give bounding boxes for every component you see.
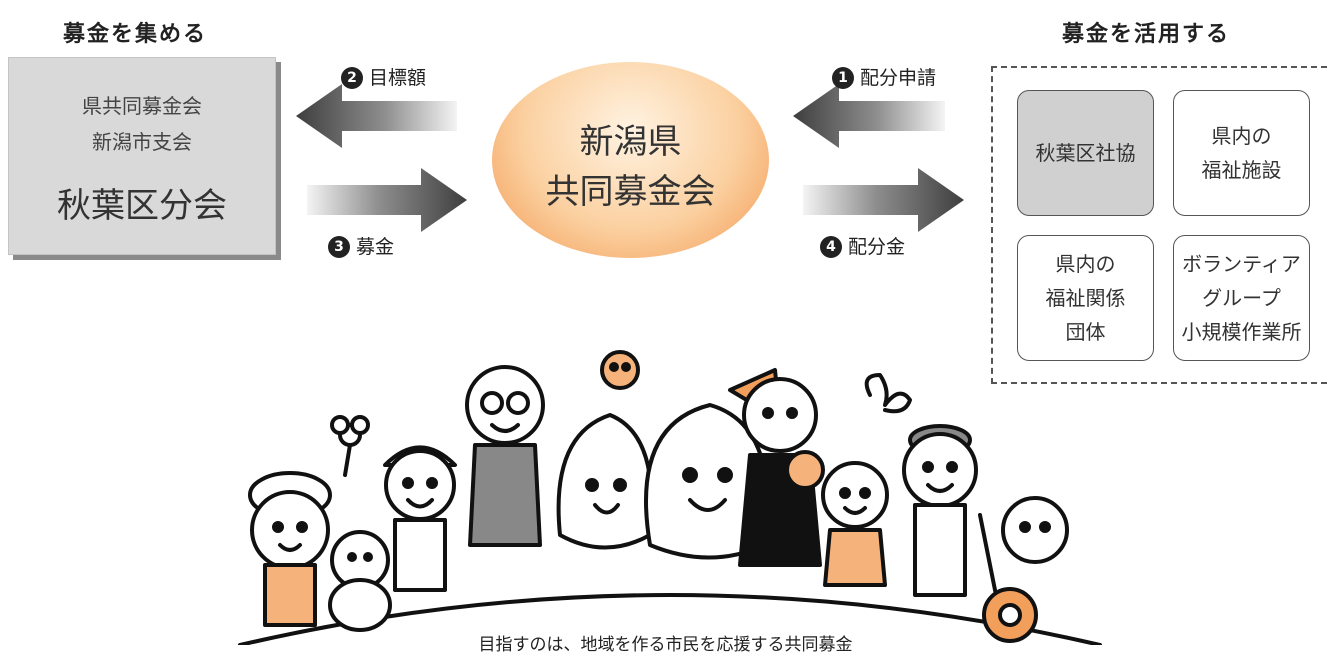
girl-figure bbox=[821, 461, 889, 587]
step-3-icon: 3 bbox=[328, 236, 350, 258]
label-target-amount-text: 目標額 bbox=[369, 67, 427, 89]
bird-figure bbox=[600, 350, 640, 390]
recipient-4-line2: グループ bbox=[1202, 286, 1281, 310]
left-box-line3: 秋葉区分会 bbox=[57, 186, 227, 226]
arrow-allocation-request bbox=[793, 84, 945, 148]
flow-arrows bbox=[296, 84, 964, 232]
wheelchair-user-figure bbox=[982, 496, 1069, 643]
caption: 目指すのは、地域を作る市民を応援する共同募金 bbox=[478, 635, 853, 655]
collect-heading: 募金を集める bbox=[63, 22, 208, 47]
left-box-line2: 新潟市支会 bbox=[92, 130, 192, 154]
woman-with-baby-figure bbox=[738, 377, 825, 567]
label-donation-text: 募金 bbox=[356, 236, 395, 258]
recipient-volunteer-groups: ボランティア グループ 小規模作業所 bbox=[1173, 235, 1310, 361]
recipient-2-line1: 県内の bbox=[1211, 124, 1272, 148]
recipients-group bbox=[991, 66, 1327, 384]
mascot-left-figure bbox=[556, 413, 654, 550]
community-illustration bbox=[238, 350, 1102, 645]
arrow-allocation bbox=[803, 168, 964, 232]
label-allocation-request: 1 配分申請 bbox=[832, 63, 936, 90]
step-2-icon: 2 bbox=[341, 67, 363, 89]
arrow-target-amount bbox=[296, 84, 457, 148]
boy-figure bbox=[383, 445, 457, 592]
center-line2: 共同募金会 bbox=[545, 172, 716, 212]
step-4-icon: 4 bbox=[820, 236, 842, 258]
recipient-welfare-facilities: 県内の 福祉施設 bbox=[1173, 90, 1310, 216]
utilize-heading: 募金を活用する bbox=[1062, 22, 1231, 47]
recipient-4-line1: ボランティア bbox=[1182, 252, 1301, 276]
man-with-glasses-figure bbox=[465, 365, 545, 547]
old-man-figure bbox=[902, 424, 1002, 617]
label-allocation-request-text: 配分申請 bbox=[860, 67, 937, 89]
label-allocation-text: 配分金 bbox=[848, 236, 906, 258]
step-1-icon: 1 bbox=[832, 67, 854, 89]
recipient-3-line3: 団体 bbox=[1065, 320, 1106, 344]
recipient-welfare-organizations: 県内の 福祉関係 団体 bbox=[1017, 235, 1154, 361]
recipient-3-line1: 県内の bbox=[1055, 252, 1116, 276]
recipient-1-line1: 秋葉区社協 bbox=[1035, 141, 1136, 165]
center-line1: 新潟県 bbox=[579, 122, 682, 162]
label-donation: 3 募金 bbox=[328, 232, 394, 259]
recipient-2-line2: 福祉施設 bbox=[1201, 158, 1282, 182]
recipient-4-line3: 小規模作業所 bbox=[1181, 320, 1302, 344]
recipient-3-line2: 福祉関係 bbox=[1045, 286, 1126, 310]
label-allocation: 4 配分金 bbox=[820, 232, 905, 259]
akiha-branch-box: 県共同募金会 新潟市支会 秋葉区分会 bbox=[8, 57, 276, 255]
elder-woman-figure bbox=[248, 471, 332, 627]
dog-figure bbox=[328, 530, 392, 632]
left-box-line1: 県共同募金会 bbox=[82, 94, 202, 118]
flower-doodle-icon bbox=[330, 415, 370, 477]
arrow-donation bbox=[307, 168, 467, 232]
recipient-akiha-social-welfare: 秋葉区社協 bbox=[1017, 90, 1154, 216]
niigata-community-chest-ellipse: 新潟県 共同募金会 bbox=[492, 62, 769, 258]
label-target-amount: 2 目標額 bbox=[341, 63, 426, 90]
butterfly-doodle-icon bbox=[864, 373, 912, 414]
